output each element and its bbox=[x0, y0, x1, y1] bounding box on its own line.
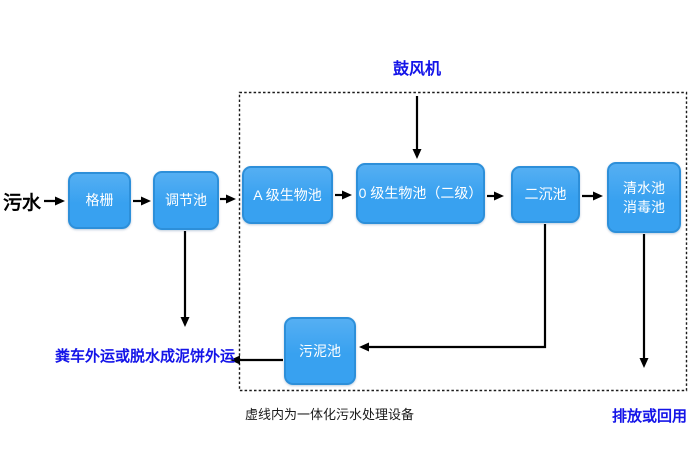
node-secondary-sedimentation-tank: 二沉池 bbox=[511, 166, 580, 223]
node-clear-water-label: 清水池 bbox=[623, 179, 665, 196]
node-o-level-bio-tank: 0 级生物池（二级） bbox=[356, 163, 485, 224]
blower-label: 鼓风机 bbox=[392, 61, 441, 78]
node-sludge-tank: 污泥池 bbox=[284, 317, 356, 385]
discharge-label: 排放或回用 bbox=[612, 408, 688, 425]
influent-label: 污水 bbox=[3, 193, 42, 214]
arrow-sed-to-sludge bbox=[359, 224, 547, 352]
node-clear-water-disinfection-tank: 清水池 消毒池 bbox=[607, 162, 681, 233]
node-sludge-tank-label: 污泥池 bbox=[299, 342, 341, 359]
node-regulating-tank-label: 调节池 bbox=[165, 192, 207, 209]
node-disinfection-label: 消毒池 bbox=[623, 198, 665, 215]
equipment-dashed-boundary bbox=[238, 91, 688, 392]
sludge-out-label: 粪车外运或脱水成泥饼外运 bbox=[55, 348, 236, 365]
dashed-boundary-note: 虚线内为一体化污水处理设备 bbox=[245, 407, 415, 422]
node-regulating-tank: 调节池 bbox=[153, 171, 219, 230]
node-grid-label: 格栅 bbox=[85, 192, 114, 209]
node-a-level-bio-tank-label: A 级生物池 bbox=[253, 186, 322, 203]
node-a-level-bio-tank: A 级生物池 bbox=[242, 166, 333, 224]
node-o-level-bio-tank-label: 0 级生物池（二级） bbox=[358, 185, 483, 202]
node-grid: 格栅 bbox=[68, 172, 131, 229]
node-secondary-sedimentation-tank-label: 二沉池 bbox=[524, 186, 567, 203]
